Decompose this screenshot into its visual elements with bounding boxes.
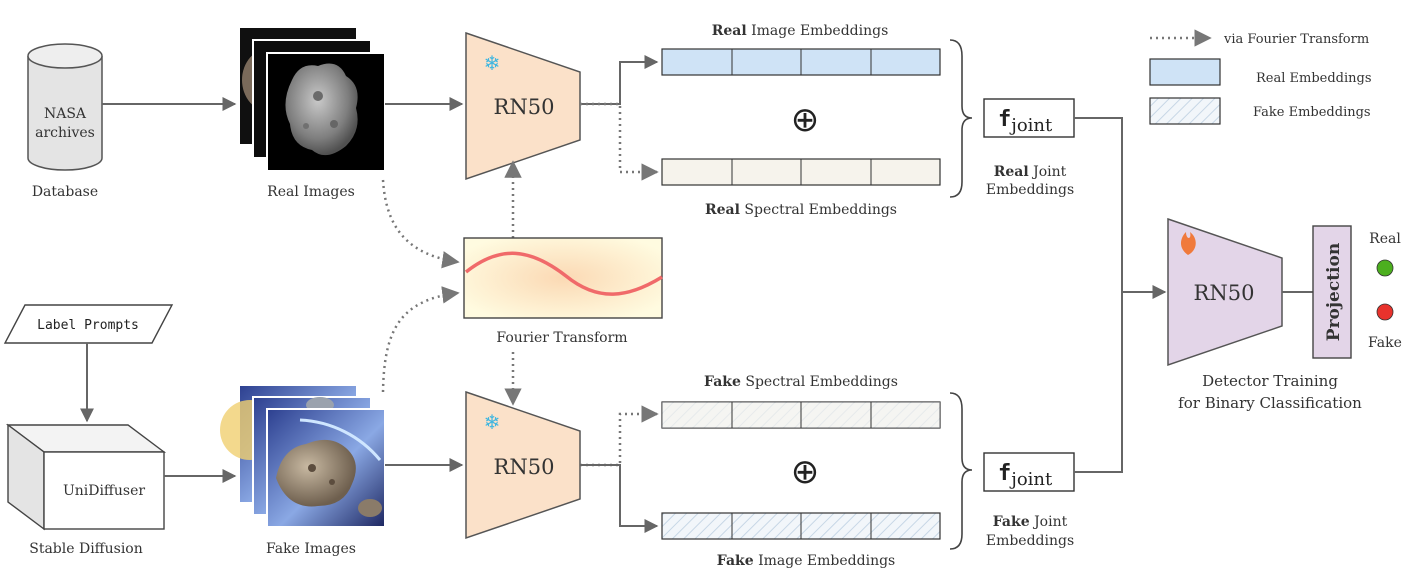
- unidiffuser-box: UniDiffuser: [5, 423, 167, 531]
- legend: via Fourier Transform Real Embeddings Fa…: [1149, 29, 1372, 125]
- real-fjoint-label: fjoint: [998, 107, 1053, 136]
- fake-encoder: ❄ RN50: [465, 390, 581, 540]
- real-output-dot: [1376, 259, 1394, 277]
- real-brace: [949, 39, 973, 198]
- fake-image-emb-title: Fake Image Embeddings: [717, 553, 895, 569]
- real-spectral-embeddings-bar: [661, 158, 941, 186]
- fake-spectral-embeddings-bar: [661, 401, 941, 429]
- real-spectral-emb-title: Real Spectral Embeddings: [705, 202, 897, 218]
- real-encoder: ❄ RN50: [465, 31, 581, 181]
- legend-real-swatch: [1149, 58, 1221, 86]
- legend-fake-text: Fake Embeddings: [1253, 105, 1371, 120]
- real-image-embeddings-bar: [661, 48, 941, 76]
- label-prompts-box: Label Prompts: [3, 304, 174, 344]
- projection-box: Projection: [1312, 225, 1352, 359]
- dotted-to-real-spectral-emb: [580, 102, 659, 181]
- flame-icon: [1181, 232, 1196, 255]
- concat-symbol-fake: ⊕: [791, 452, 820, 492]
- output-fake-label: Fake: [1368, 335, 1402, 351]
- output-real-label: Real: [1369, 231, 1401, 247]
- dotted-real-to-fourier: [381, 179, 460, 269]
- database-label: Database: [32, 184, 98, 200]
- legend-fake-swatch: [1149, 97, 1221, 125]
- merge-line: [1074, 117, 1123, 473]
- arrow-to-real-image-emb: [580, 55, 659, 105]
- dotted-fake-to-fourier: [381, 286, 460, 393]
- detector-caption-1: Detector Training: [1202, 372, 1338, 390]
- fake-brace: [949, 392, 973, 550]
- dotted-to-fake-spectral-emb: [580, 405, 659, 467]
- unidiffuser-text: UniDiffuser: [63, 483, 145, 499]
- real-joint-title: Real Joint: [994, 164, 1067, 180]
- concat-symbol-real: ⊕: [791, 100, 820, 140]
- real-encoder-label: RN50: [494, 95, 555, 119]
- fake-images-stack: [220, 384, 386, 528]
- fake-joint-title: Fake Joint: [993, 514, 1068, 530]
- snowflake-icon: ❄: [484, 410, 501, 434]
- fake-spectral-emb-title: Fake Spectral Embeddings: [704, 374, 898, 390]
- fake-fjoint-box: fjoint: [983, 452, 1075, 492]
- fourier-transform-box: [463, 237, 663, 319]
- real-image-emb-title: Real Image Embeddings: [712, 23, 889, 39]
- projection-label: Projection: [1324, 243, 1344, 341]
- fake-fjoint-label: fjoint: [998, 461, 1053, 490]
- real-images-label: Real Images: [267, 184, 355, 200]
- fake-images-label: Fake Images: [266, 541, 356, 557]
- detector-encoder-label: RN50: [1194, 281, 1255, 305]
- fourier-label: Fourier Transform: [496, 330, 627, 346]
- fake-encoder-label: RN50: [494, 455, 555, 479]
- generator-label: Stable Diffusion: [29, 541, 143, 557]
- database-text-2: archives: [35, 125, 95, 141]
- legend-real-text: Real Embeddings: [1256, 71, 1372, 86]
- detector-caption-2: for Binary Classification: [1178, 394, 1362, 412]
- arrow-to-fake-image-emb: [580, 464, 659, 533]
- sine-wave: [464, 251, 663, 296]
- snowflake-icon: ❄: [484, 51, 501, 75]
- fake-joint-title-2: Embeddings: [986, 533, 1074, 549]
- real-joint-title-2: Embeddings: [986, 182, 1074, 198]
- fake-output-dot: [1376, 303, 1394, 321]
- real-fjoint-box: fjoint: [983, 98, 1075, 138]
- detector-encoder: RN50: [1167, 217, 1283, 367]
- database-text-1: NASA: [44, 106, 87, 122]
- label-prompts-text: Label Prompts: [37, 318, 139, 333]
- database-cylinder: NASA archives: [27, 43, 103, 171]
- real-images-stack: [238, 26, 386, 172]
- fake-image-embeddings-bar: [661, 512, 941, 540]
- legend-fourier-text: via Fourier Transform: [1223, 32, 1369, 47]
